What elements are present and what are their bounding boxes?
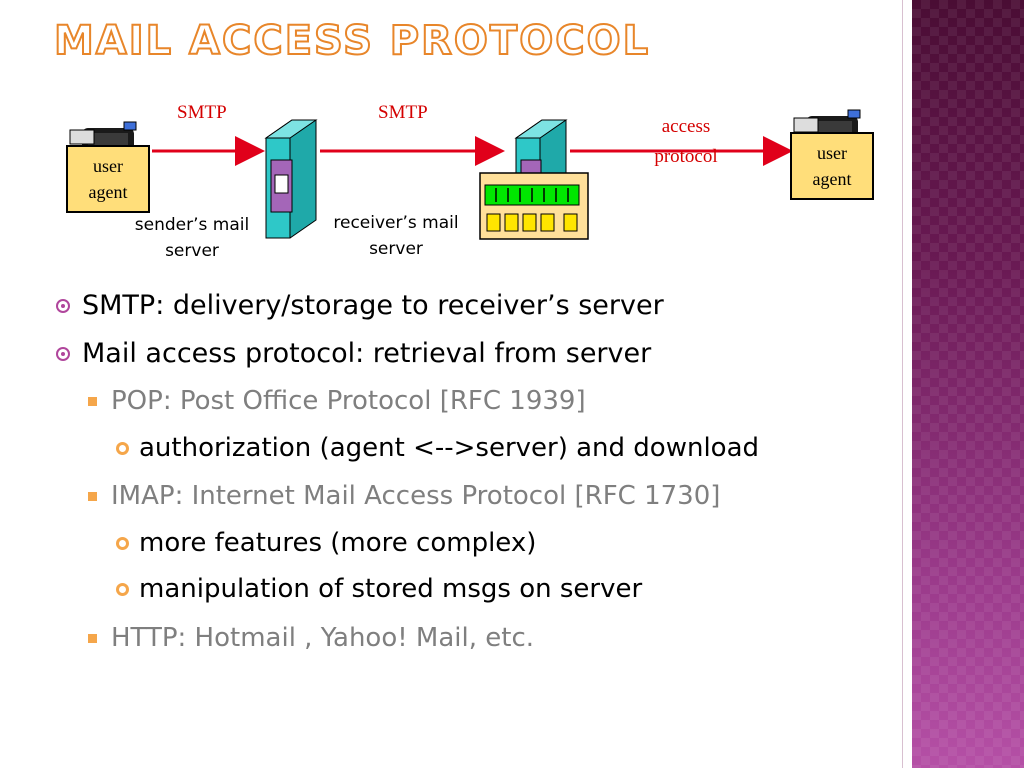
ring-bullet-icon: [116, 582, 129, 596]
square-bullet-icon: [88, 491, 97, 501]
user-agent-left-line2: agent: [88, 182, 128, 202]
square-bullet-icon: [88, 633, 97, 643]
mail-diagram: SMTP SMTP access protocol user agent use…: [0, 90, 900, 275]
circle-bullet-icon: [56, 298, 70, 313]
bullet-item: SMTP: delivery/storage to receiver’s ser…: [56, 290, 664, 321]
access-protocol-label: access protocol: [636, 112, 736, 172]
decorative-side-bar: [912, 0, 1024, 768]
receiver-caption-line2: server: [369, 239, 423, 259]
bullet-text: more features (more complex): [139, 528, 537, 558]
receiver-caption-line1: receiver’s mail: [333, 213, 459, 233]
bullet-item: POP: Post Office Protocol [RFC 1939]: [88, 386, 586, 416]
square-bullet-icon: [88, 396, 97, 406]
access-label-line2: protocol: [654, 146, 718, 167]
side-divider: [902, 0, 903, 768]
circle-bullet-icon: [56, 346, 70, 361]
bullet-item: HTTP: Hotmail , Yahoo! Mail, etc.: [88, 623, 534, 653]
bullet-text: SMTP: delivery/storage to receiver’s ser…: [82, 290, 664, 321]
smtp-label-2: SMTP: [378, 102, 428, 123]
slide-title: Mail access protocol: [53, 17, 651, 65]
user-agent-left-line1: user: [93, 156, 123, 176]
smtp-label-1: SMTP: [177, 102, 227, 123]
bullet-item: IMAP: Internet Mail Access Protocol [RFC…: [88, 481, 720, 511]
sender-server-icon: [264, 119, 318, 239]
bullet-text: POP: Post Office Protocol [RFC 1939]: [111, 386, 586, 416]
ring-bullet-icon: [116, 536, 129, 550]
sender-server-caption: sender’s mail server: [112, 212, 272, 264]
sender-caption-line2: server: [165, 241, 219, 261]
sender-caption-line1: sender’s mail: [134, 215, 250, 235]
ring-bullet-icon: [116, 441, 129, 455]
access-label-line1: access: [661, 116, 711, 137]
user-agent-right: user agent: [790, 132, 874, 200]
bullet-text: HTTP: Hotmail , Yahoo! Mail, etc.: [111, 623, 535, 653]
bullet-text: IMAP: Internet Mail Access Protocol [RFC…: [111, 481, 721, 511]
bullet-text: Mail access protocol: retrieval from ser…: [82, 338, 652, 369]
user-agent-right-line1: user: [817, 143, 847, 163]
bullet-item: manipulation of stored msgs on server: [116, 574, 642, 604]
bullet-text: manipulation of stored msgs on server: [139, 574, 643, 604]
bullet-item: Mail access protocol: retrieval from ser…: [56, 338, 651, 369]
bullet-item: more features (more complex): [116, 528, 536, 558]
mailbox-icon: [479, 172, 589, 240]
user-agent-right-line2: agent: [812, 169, 852, 189]
bullet-text: authorization (agent <-->server) and dow…: [139, 433, 760, 463]
user-agent-left: user agent: [66, 145, 150, 213]
bullet-item: authorization (agent <-->server) and dow…: [116, 433, 759, 463]
receiver-server-caption: receiver’s mail server: [306, 210, 486, 262]
